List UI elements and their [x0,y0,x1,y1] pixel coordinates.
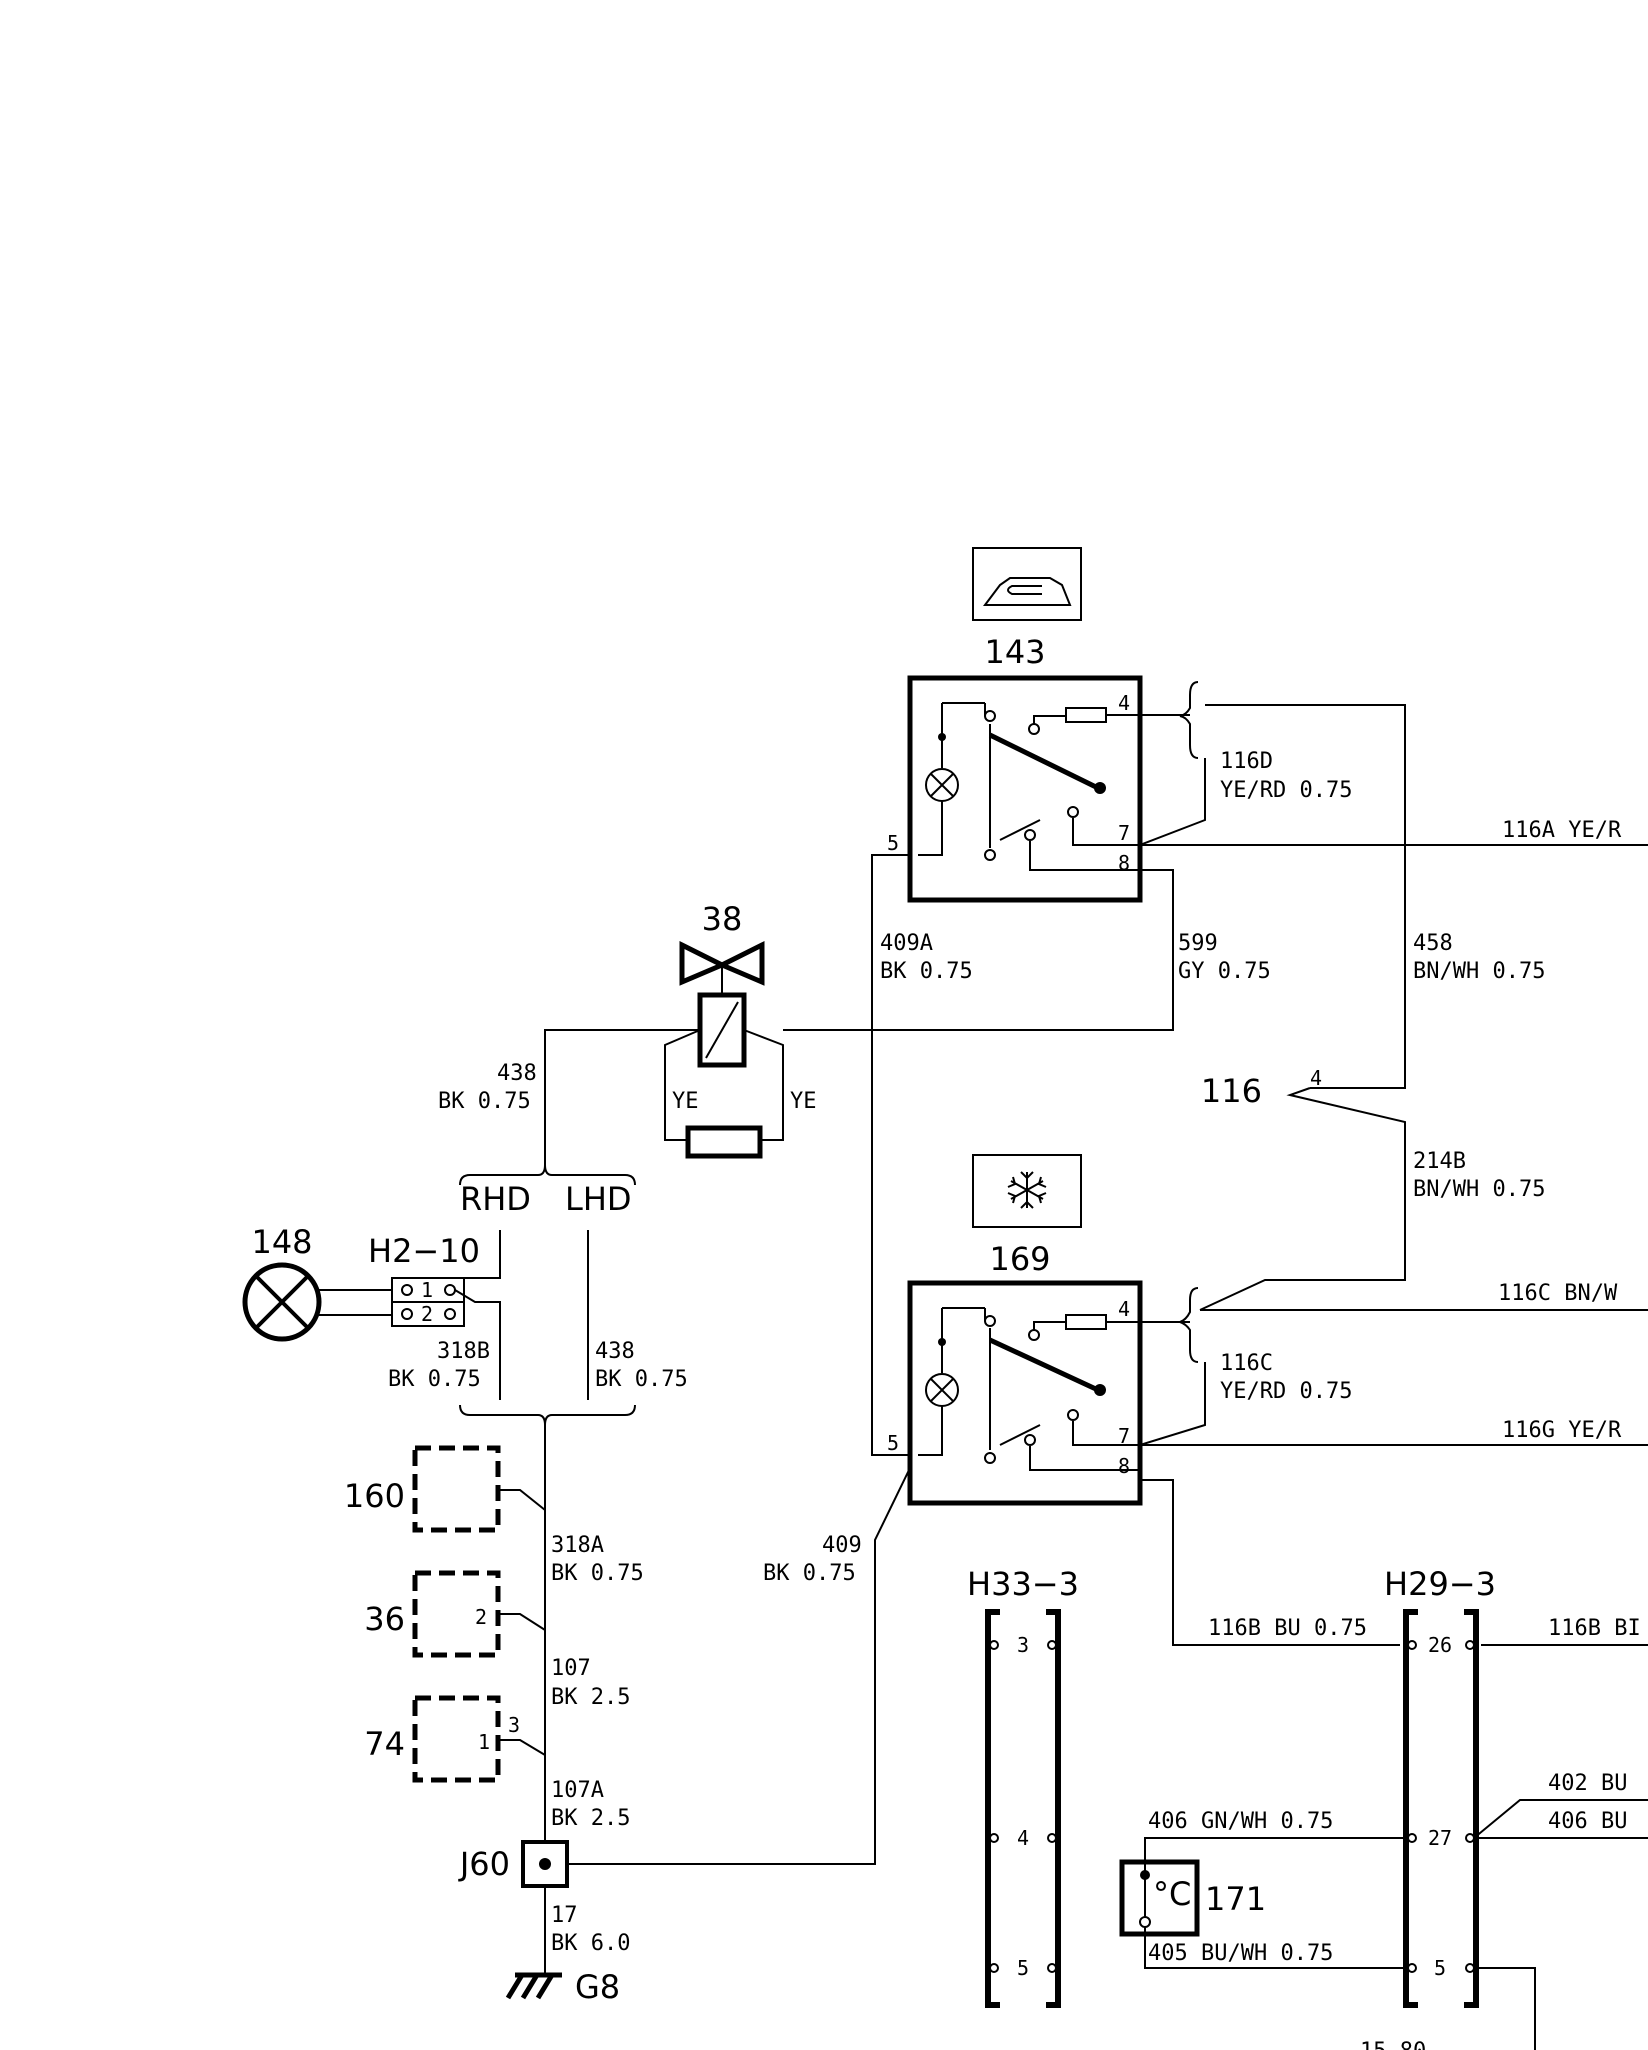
wire-318b-number: 318B [437,1339,490,1364]
solenoid-valve-38: 38 YE YE [544,900,817,1165]
pin-h29-27: 27 [1428,1826,1452,1850]
ground-icon [505,1972,562,2000]
relay-169-box [907,1280,1143,1506]
label-38: 38 [702,900,743,938]
wire-409-color: BK 0.75 [763,1561,856,1586]
wire-107-number: 107 [551,1656,591,1681]
label-116: 116 [1201,1072,1262,1110]
wire-405: 405 BU/WH 0.75 [1148,1941,1333,1966]
solenoid-valve-icon [679,940,728,986]
wire-406-right: 406 BU [1548,1809,1627,1834]
connector-h33-3 [985,1609,1061,2008]
pin-h29-26: 26 [1428,1633,1452,1657]
degree-celsius-icon: °C [1153,1875,1191,1913]
pin-169-7: 7 [1118,1424,1130,1448]
pin-143-4: 4 [1118,691,1130,715]
pin-h33-4: 4 [1017,1826,1029,1850]
wire-partial-bottom: 15_80 [1360,2039,1426,2050]
wire-116c-top: 116C BN/W [1498,1281,1618,1306]
pin-36-2: 2 [475,1605,487,1629]
wire-438-top-number: 438 [497,1061,537,1086]
wire-599-number: 599 [1178,931,1218,956]
wire-116g: 116G YE/R [1502,1418,1622,1443]
wire-107-color: BK 2.5 [551,1685,630,1710]
pin-143-5: 5 [887,831,899,855]
label-74: 74 [364,1725,405,1763]
snowflake-ac-icon [972,1154,1082,1228]
pin-169-5: 5 [887,1431,899,1455]
wire-116b-left: 116B BU 0.75 [1208,1616,1367,1641]
label-143: 143 [984,633,1045,671]
wire-409-number: 409 [822,1533,862,1558]
wire-ye-right: YE [790,1089,817,1114]
lamp-icon [242,1262,322,1342]
wire-116c-number: 116C [1220,1351,1273,1376]
label-rhd: RHD [460,1180,531,1218]
wire-409a-number: 409A [880,931,933,956]
pin-143-7: 7 [1118,821,1130,845]
wire-116c-color: YE/RD 0.75 [1220,1379,1352,1404]
pin-h29-5: 5 [1434,1956,1446,1980]
pin-143-8: 8 [1118,851,1130,875]
label-160: 160 [344,1477,405,1515]
wire-116d-number: 116D [1220,749,1273,774]
pin-116-4: 4 [1310,1066,1322,1090]
temperature-sensor-171: °C [1119,1859,1200,1937]
pin-h2-2: 2 [421,1302,433,1326]
label-36: 36 [364,1600,405,1638]
wire-318a-color: BK 0.75 [551,1561,644,1586]
pin-h33-3: 3 [1017,1633,1029,1657]
pin-h33-5: 5 [1017,1956,1029,1980]
switch-143: 143 4 5 7 8 [887,547,1143,903]
label-j60: J60 [458,1845,510,1883]
pin-169-8: 8 [1118,1454,1130,1478]
wire-116d-color: YE/RD 0.75 [1220,778,1352,803]
wire-116a: 116A YE/R [1502,818,1622,843]
connector-h29-3 [1403,1609,1479,2008]
pin-74-3: 3 [508,1713,520,1737]
label-h33-3: H33−3 [967,1565,1079,1603]
label-h2-10: H2−10 [368,1232,480,1270]
wire-107a-color: BK 2.5 [551,1806,630,1831]
wire-214b-number: 214B [1413,1149,1466,1174]
wire-458-number: 458 [1413,931,1453,956]
label-148: 148 [251,1223,312,1261]
switch-169: 169 4 5 7 8 [887,1154,1143,1506]
label-169: 169 [989,1240,1050,1278]
pin-169-4: 4 [1118,1297,1130,1321]
wire-ye-left: YE [672,1089,699,1114]
wire-17-color: BK 6.0 [551,1931,630,1956]
wire-406: 406 GN/WH 0.75 [1148,1809,1333,1834]
wire-402: 402 BU [1548,1771,1627,1796]
wire-438-bottom-number: 438 [595,1339,635,1364]
rear-window-heater-icon [972,547,1082,621]
wire-409a-color: BK 0.75 [880,959,973,984]
relay-143-box [907,675,1143,903]
wire-107a-number: 107A [551,1778,604,1803]
wire-318b-color: BK 0.75 [388,1367,481,1392]
component-160 [412,1445,501,1533]
label-h29-3: H29−3 [1384,1565,1496,1603]
label-lhd: LHD [565,1180,632,1218]
wire-116b-right: 116B BI [1548,1616,1641,1641]
wire-438-bottom-color: BK 0.75 [595,1367,688,1392]
wire-599-color: GY 0.75 [1178,959,1271,984]
pin-74-1: 1 [478,1730,490,1754]
wire-214b-color: BN/WH 0.75 [1413,1177,1545,1202]
label-g8: G8 [575,1968,620,2006]
pin-h2-1: 1 [421,1278,433,1302]
wire-17-number: 17 [551,1903,578,1928]
label-171: 171 [1205,1880,1266,1918]
wire-438-top-color: BK 0.75 [438,1089,531,1114]
wire-318a-number: 318A [551,1533,604,1558]
wire-458-color: BN/WH 0.75 [1413,959,1545,984]
